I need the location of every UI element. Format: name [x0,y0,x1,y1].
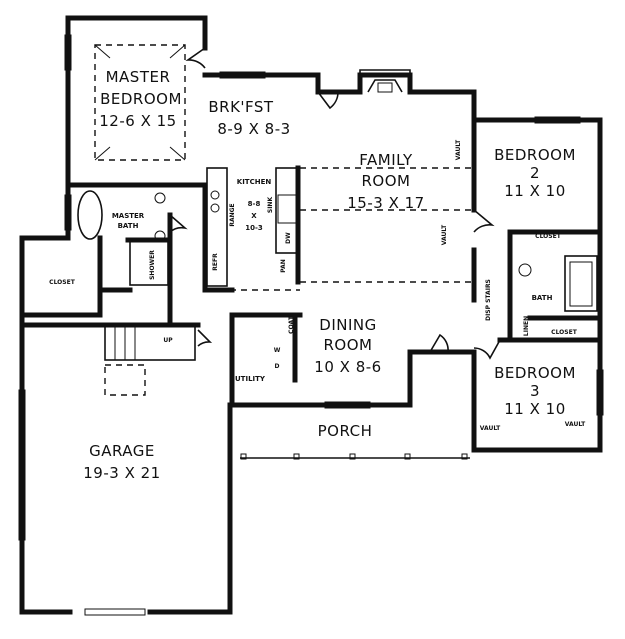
bedroom-3-name: BEDROOM [494,364,576,382]
doors [169,47,501,360]
family-room-size: 15-3 X 17 [347,194,424,212]
garage-name: GARAGE [89,442,155,460]
up-label: UP [163,337,173,344]
bedroom-3-size: 11 X 10 [504,400,566,418]
vault-label-4: VAULT [565,421,586,428]
porch [240,453,470,460]
washer-label: W [274,347,281,354]
room-labels: MASTER BEDROOM 12-6 X 15 BRK'FST 8-9 X 8… [83,68,576,482]
kitchen-name: KITCHEN [237,178,272,186]
bedroom-2-size: 11 X 10 [504,182,566,200]
windows [18,34,604,616]
refr-label: REFR [212,253,219,271]
closet-label-bed3: CLOSET [551,329,578,336]
garage-size: 19-3 X 21 [83,464,160,482]
kitchen-size-x: X [251,212,257,220]
bedroom-2-name: BEDROOM [494,146,576,164]
fixture-labels: CLOSET CLOSET CLOSET RANGE SINK DW REFR … [49,139,586,432]
kitchen-counters [206,167,299,287]
kitchen-size-1: 8-8 [248,200,261,208]
bedroom-3-number: 3 [530,382,540,400]
master-tub [77,190,169,286]
closet-label-bed2: CLOSET [535,233,562,240]
master-bath-name-2: BATH [118,222,139,230]
fireplace [359,69,411,93]
bedroom-2-number: 2 [530,164,540,182]
bath-name: BATH [532,294,553,302]
master-bedroom-name-1: MASTER [106,68,171,86]
utility-name: UTILITY [235,375,266,383]
linen-label: LINEN [523,316,530,336]
master-bedroom-name-2: BEDROOM [100,90,182,108]
dining-room-name-1: DINING [319,316,376,334]
pan-label: PAN [280,259,287,273]
kitchen-size-2: 10-3 [245,224,263,232]
tray-ceiling [94,44,186,161]
garage-stairs [104,324,196,396]
dining-room-size: 10 X 8-6 [314,358,381,376]
porch-name: PORCH [318,422,373,440]
disp-stairs-label: DISP STAIRS [485,279,492,321]
dw-label: DW [285,232,292,244]
vault-label-3: VAULT [480,425,501,432]
family-room-name-2: ROOM [362,172,411,190]
dining-room-name-2: ROOM [324,336,373,354]
vault-label-2: VAULT [441,224,448,245]
brkfst-name: BRK'FST [208,98,274,116]
closet-label: CLOSET [49,279,76,286]
sink-label: SINK [267,197,274,214]
master-bedroom-size: 12-6 X 15 [99,112,176,130]
vault-label-1: VAULT [455,139,462,160]
range-label: RANGE [229,203,236,226]
family-vault-lines [230,167,474,291]
master-bath-name-1: MASTER [112,212,145,220]
coat-label: COAT [288,315,295,334]
shower-label: SHOWER [149,250,156,280]
hall-tub [518,255,598,312]
brkfst-size: 8-9 X 8-3 [217,120,290,138]
family-room-name-1: FAMILY [359,151,413,169]
dryer-label: D [275,363,280,370]
